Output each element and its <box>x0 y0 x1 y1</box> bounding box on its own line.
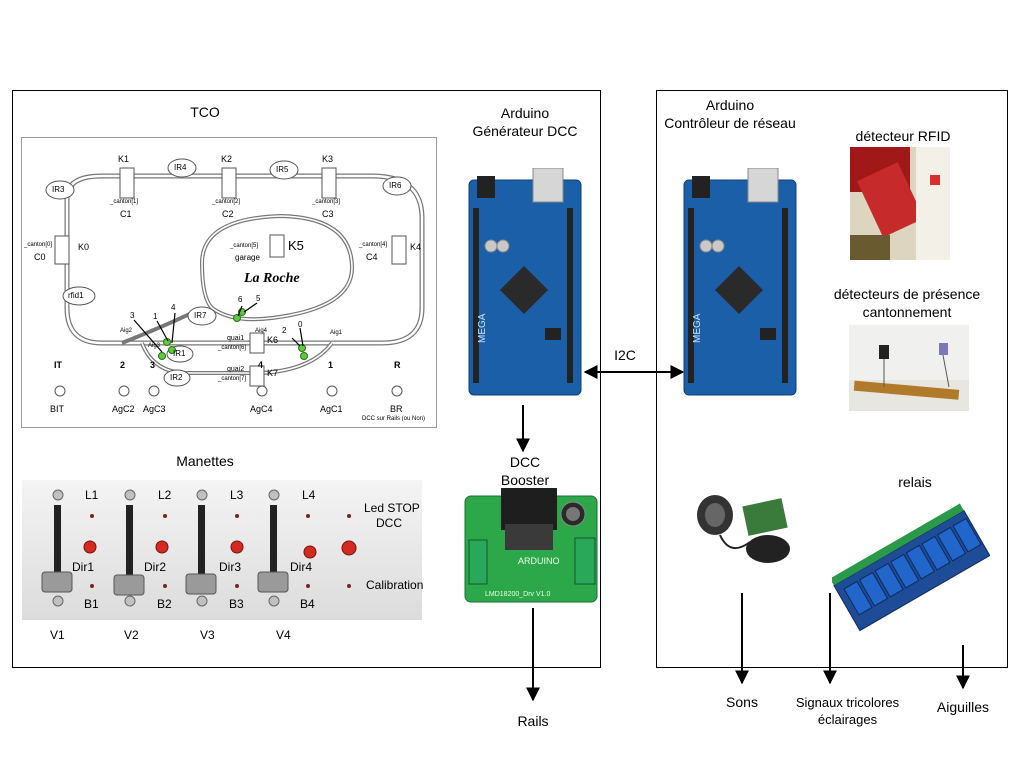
manette-l4: L4 <box>302 488 315 502</box>
tco-la-roche: La Roche <box>244 271 300 287</box>
tco-panel: K1 _canton[1] C1 K2 _canton[2] C2 K3 _ca… <box>21 137 437 428</box>
tco-aig2: Aig2 <box>120 328 132 334</box>
booster-model-text: LMD18200_Drv V1.0 <box>485 591 550 598</box>
tco-k6: K6 <box>267 335 278 345</box>
relais-photo <box>832 497 990 645</box>
tco-num-3: 3 <box>130 311 134 320</box>
tco-c4: C4 <box>366 252 378 262</box>
tco-btn-bit: BIT <box>50 404 64 414</box>
tco-k5: K5 <box>288 238 304 253</box>
tco-num-2: 2 <box>282 326 286 335</box>
sound-drawing <box>690 487 792 567</box>
tco-btn-agc2: AgC2 <box>112 404 135 414</box>
mega-label-2: MEGA <box>692 313 703 343</box>
tco-ir2: IR2 <box>170 373 182 382</box>
calibration-label: Calibration <box>366 578 423 592</box>
led-stop-2: DCC <box>376 516 402 530</box>
sound-photo <box>690 487 792 567</box>
tco-canton6: _canton[6] <box>218 345 246 351</box>
tco-aig3: Aig3 <box>148 343 160 349</box>
tco-canton7: _canton[7] <box>218 376 246 382</box>
booster-drawing: ARDUINO LMD18200_Drv V1.0 <box>463 488 603 606</box>
tco-ir3: IR3 <box>52 185 64 194</box>
mega-board-2-drawing: MEGA <box>678 168 804 400</box>
manettes-panel: L1 L2 L3 L4 Dir1 Dir2 Dir3 Dir4 B1 B2 B3… <box>22 480 422 620</box>
tco-num-1: 1 <box>153 312 157 321</box>
tco-k7: K7 <box>267 368 278 378</box>
tco-ir5: IR5 <box>276 165 288 174</box>
manette-l3: L3 <box>230 488 243 502</box>
tco-num-4: 4 <box>171 303 175 312</box>
tco-track-drawing <box>22 138 436 427</box>
mega-label-1: MEGA <box>477 313 488 343</box>
tco-btn-agc1: AgC1 <box>320 404 343 414</box>
tco-num-5: 5 <box>256 294 260 303</box>
tco-garage: garage <box>235 253 260 262</box>
tco-k1: K1 <box>118 154 129 164</box>
tco-aig1: Aig1 <box>330 330 342 336</box>
tco-c2: C2 <box>222 209 234 219</box>
relais-drawing <box>832 497 990 645</box>
tco-footnote: DCC sur Rails (ou Non) <box>362 416 425 422</box>
tco-c1: C1 <box>120 209 132 219</box>
manette-v3: V3 <box>200 628 215 642</box>
tco-aig4: Aig4 <box>255 328 267 334</box>
tco-row-r: R <box>394 360 401 370</box>
tco-c0-canton: _canton[0] <box>24 242 52 248</box>
tco-ir1: IR1 <box>173 349 185 358</box>
tco-k5-canton: _canton[5] <box>230 243 258 249</box>
rfid-drawing <box>850 147 950 260</box>
tco-row-3: 3 <box>150 360 155 370</box>
manette-l1: L1 <box>85 488 98 502</box>
tco-num-0: 0 <box>298 320 302 329</box>
booster-brand-text: ARDUINO <box>518 556 560 566</box>
tco-num-6: 6 <box>238 295 242 304</box>
tco-ir4: IR4 <box>174 163 186 172</box>
tco-row-it: IT <box>54 360 62 370</box>
tco-btn-br: BR <box>390 404 403 414</box>
tco-k3: K3 <box>322 154 333 164</box>
arduino-dcc-board: MEGA <box>463 168 589 400</box>
tco-c1-canton: _canton[1] <box>110 199 138 205</box>
manette-b2: B2 <box>157 597 172 611</box>
manette-b4: B4 <box>300 597 315 611</box>
tco-k0: K0 <box>78 242 89 252</box>
manette-l2: L2 <box>158 488 171 502</box>
manette-v2: V2 <box>124 628 139 642</box>
tco-row-4: 4 <box>258 360 263 370</box>
tco-row-2: 2 <box>120 360 125 370</box>
tco-row-1: 1 <box>328 360 333 370</box>
manette-v4: V4 <box>276 628 291 642</box>
tco-rfid: rfid1 <box>68 291 84 300</box>
tco-c4-canton: _canton[4] <box>359 242 387 248</box>
tco-ir6: IR6 <box>389 181 401 190</box>
rfid-photo <box>850 147 950 260</box>
manette-v1: V1 <box>50 628 65 642</box>
manette-b3: B3 <box>229 597 244 611</box>
presence-drawing <box>849 325 969 411</box>
tco-c3-canton: _canton[3] <box>312 199 340 205</box>
tco-ir7: IR7 <box>194 311 206 320</box>
tco-c0: C0 <box>34 252 46 262</box>
tco-c2-canton: _canton[2] <box>212 199 240 205</box>
manette-dir1: Dir1 <box>72 560 94 574</box>
tco-btn-agc4: AgC4 <box>250 404 273 414</box>
arduino-net-board: MEGA <box>678 168 804 400</box>
presence-photo <box>849 325 969 411</box>
tco-quai1: quai1 <box>227 335 244 342</box>
tco-k4: K4 <box>410 242 421 252</box>
booster-board: ARDUINO LMD18200_Drv V1.0 <box>463 488 603 606</box>
mega-board-1-drawing: MEGA <box>463 168 589 400</box>
tco-k2: K2 <box>221 154 232 164</box>
manette-dir3: Dir3 <box>219 560 241 574</box>
manettes-drawing <box>22 480 422 620</box>
manette-dir4: Dir4 <box>290 560 312 574</box>
manette-b1: B1 <box>84 597 99 611</box>
tco-btn-agc3: AgC3 <box>143 404 166 414</box>
tco-quai2: quai2 <box>227 366 244 373</box>
manette-dir2: Dir2 <box>144 560 166 574</box>
tco-c3: C3 <box>322 209 334 219</box>
led-stop-1: Led STOP <box>364 501 420 515</box>
